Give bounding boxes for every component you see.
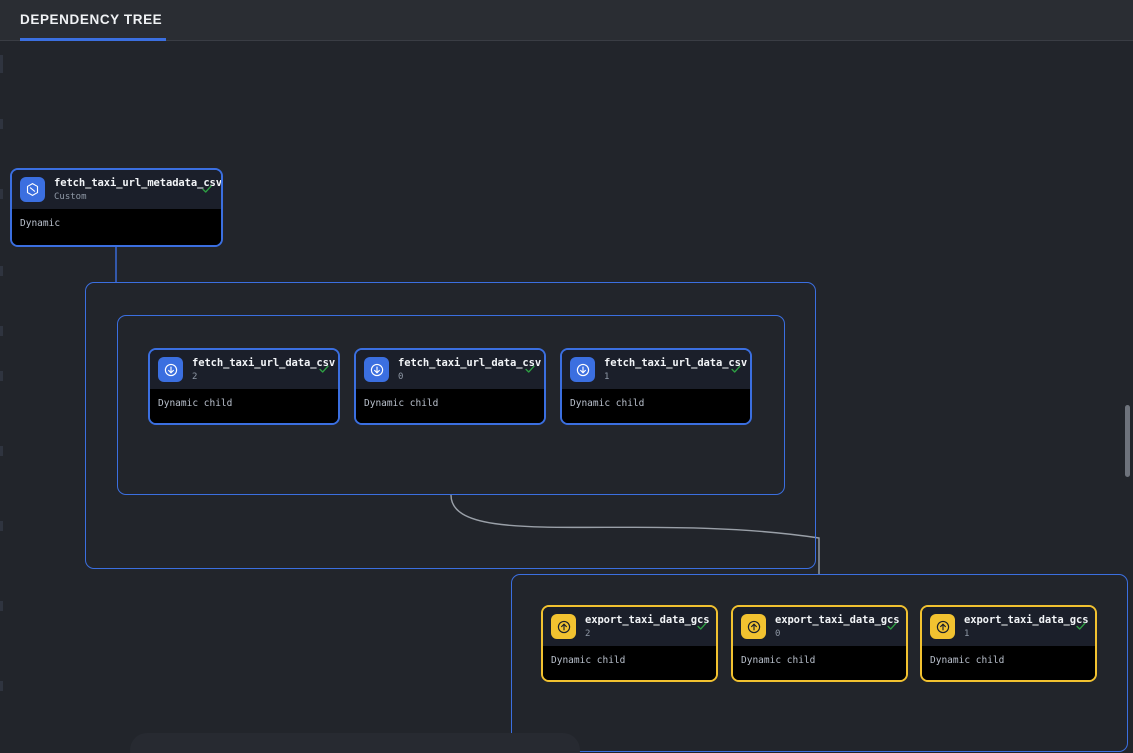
mapped-group-inner[interactable] (117, 315, 785, 495)
node-header: export_taxi_data_gcs 1 (922, 607, 1095, 646)
node-titles: fetch_taxi_url_metadata_csv Custom (54, 177, 222, 203)
node-body: Dynamic child (733, 646, 906, 680)
upload-icon (551, 614, 576, 639)
node-header: fetch_taxi_url_metadata_csv Custom (12, 170, 221, 209)
node-header: fetch_taxi_url_data_csv 2 (150, 350, 338, 389)
mapped-group-export[interactable] (511, 574, 1128, 752)
node-subtitle: 1 (964, 629, 970, 639)
node-header: fetch_taxi_url_data_csv 0 (356, 350, 544, 389)
node-title: fetch_taxi_url_metadata_csv (54, 177, 222, 189)
node-body-text: Dynamic child (158, 398, 233, 409)
status-success-icon (1075, 619, 1087, 631)
node-fetch-taxi-url-data-csv-1[interactable]: fetch_taxi_url_data_csv 1 Dynamic child (560, 348, 752, 425)
node-body: Dynamic child (562, 389, 750, 423)
node-fetch-taxi-url-metadata-csv[interactable]: fetch_taxi_url_metadata_csv Custom Dynam… (10, 168, 223, 247)
node-subtitle: 0 (398, 372, 404, 382)
cube-icon (20, 177, 45, 202)
node-subtitle: 0 (775, 629, 781, 639)
node-body: Dynamic child (543, 646, 716, 680)
left-edge-sliver (0, 521, 3, 531)
upload-icon (741, 614, 766, 639)
status-success-icon (524, 362, 536, 374)
node-titles: export_taxi_data_gcs 1 (964, 614, 1089, 640)
node-body-text: Dynamic (20, 218, 61, 229)
left-edge-sliver (0, 681, 3, 691)
left-edge-sliver (0, 189, 3, 199)
node-body: Dynamic child (150, 389, 338, 423)
download-icon (570, 357, 595, 382)
left-edge-sliver (0, 446, 3, 456)
node-body-text: Dynamic child (364, 398, 439, 409)
node-titles: export_taxi_data_gcs 0 (775, 614, 900, 640)
download-icon (364, 357, 389, 382)
node-fetch-taxi-url-data-csv-0[interactable]: fetch_taxi_url_data_csv 0 Dynamic child (354, 348, 546, 425)
node-body-text: Dynamic child (741, 655, 816, 666)
tab-dependency-tree[interactable]: DEPENDENCY TREE (20, 0, 167, 41)
left-edge-sliver (0, 55, 3, 73)
node-titles: fetch_taxi_url_data_csv 0 (398, 357, 542, 383)
node-title: fetch_taxi_url_data_csv (192, 357, 336, 369)
node-title: export_taxi_data_gcs (585, 614, 710, 626)
status-success-icon (886, 619, 898, 631)
node-subtitle: Custom (54, 192, 87, 202)
left-edge-sliver (0, 119, 3, 129)
status-success-icon (696, 619, 708, 631)
graph-canvas[interactable]: fetch_taxi_url_metadata_csv Custom Dynam… (0, 41, 1133, 753)
node-title: export_taxi_data_gcs (964, 614, 1089, 626)
left-edge-sliver (0, 601, 3, 611)
node-body-text: Dynamic child (570, 398, 645, 409)
node-title: fetch_taxi_url_data_csv (398, 357, 542, 369)
node-titles: export_taxi_data_gcs 2 (585, 614, 710, 640)
status-success-icon (318, 362, 330, 374)
left-edge-sliver (0, 266, 3, 276)
tab-bar: DEPENDENCY TREE (0, 0, 1133, 41)
node-fetch-taxi-url-data-csv-2[interactable]: fetch_taxi_url_data_csv 2 Dynamic child (148, 348, 340, 425)
node-body: Dynamic (12, 209, 221, 245)
node-header: fetch_taxi_url_data_csv 1 (562, 350, 750, 389)
node-export-taxi-data-gcs-1[interactable]: export_taxi_data_gcs 1 Dynamic child (920, 605, 1097, 682)
node-export-taxi-data-gcs-2[interactable]: export_taxi_data_gcs 2 Dynamic child (541, 605, 718, 682)
status-success-icon (201, 182, 213, 194)
node-body: Dynamic child (356, 389, 544, 423)
bottom-ghost-panel (130, 733, 580, 753)
node-titles: fetch_taxi_url_data_csv 2 (192, 357, 336, 383)
node-export-taxi-data-gcs-0[interactable]: export_taxi_data_gcs 0 Dynamic child (731, 605, 908, 682)
node-title: export_taxi_data_gcs (775, 614, 900, 626)
left-edge-sliver (0, 326, 3, 336)
vertical-scrollbar-thumb[interactable] (1125, 405, 1130, 477)
node-header: export_taxi_data_gcs 0 (733, 607, 906, 646)
node-titles: fetch_taxi_url_data_csv 1 (604, 357, 748, 383)
node-body-text: Dynamic child (551, 655, 626, 666)
left-edge-sliver (0, 371, 3, 381)
node-body: Dynamic child (922, 646, 1095, 680)
node-title: fetch_taxi_url_data_csv (604, 357, 748, 369)
node-body-text: Dynamic child (930, 655, 1005, 666)
node-subtitle: 2 (192, 372, 198, 382)
mapped-group-outer[interactable] (85, 282, 816, 569)
node-header: export_taxi_data_gcs 2 (543, 607, 716, 646)
tab-label: DEPENDENCY TREE (20, 11, 163, 27)
status-success-icon (730, 362, 742, 374)
upload-icon (930, 614, 955, 639)
node-subtitle: 1 (604, 372, 610, 382)
node-subtitle: 2 (585, 629, 591, 639)
download-icon (158, 357, 183, 382)
